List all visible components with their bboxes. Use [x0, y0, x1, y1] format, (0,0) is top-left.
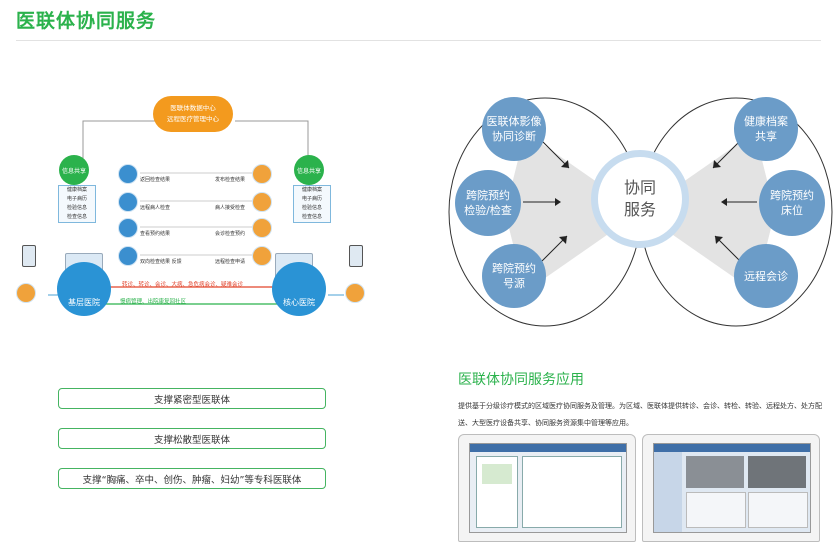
content-panel [522, 456, 622, 528]
node-line: 床位 [781, 204, 803, 217]
laptop-screenshot-right [642, 434, 820, 542]
data-center-line2: 远程医疗管理中心 [167, 115, 219, 123]
flow-right-label: 病人接受检查 [215, 205, 246, 211]
referral-red-label: 转诊、转诊、会诊、大病、急危病会诊、疑难会诊 [122, 282, 244, 288]
node-source-booking: 跨院预约号源 [482, 244, 546, 308]
collaboration-flow-diagram: 医联体数据中心 远程医疗管理中心 信息共享 信息共享 健康档案 电子病历 检验信… [10, 90, 380, 320]
node-bed-booking: 跨院预约床位 [759, 170, 825, 236]
hospital-left: 基层医院 [57, 262, 111, 316]
share-item: 电子病历 [301, 196, 322, 202]
video-tile [748, 456, 806, 488]
phone-icon [349, 245, 363, 267]
center-line: 服务 [623, 200, 656, 219]
share-item: 健康档案 [301, 187, 322, 193]
flow-left-label: 查看预约结果 [140, 231, 171, 237]
data-center-line1: 医联体数据中心 [170, 104, 216, 112]
node-exam-booking: 跨院预约检验/检查 [455, 170, 521, 236]
node-remote-consult: 远程会诊 [734, 244, 798, 308]
share-list-right: 健康档案 电子病历 检验信息 检查信息 [293, 185, 331, 223]
share-item: 电子病历 [66, 196, 87, 202]
node-line: 健康档案 [744, 115, 788, 128]
doctor-avatar [118, 246, 138, 266]
patient-avatar [345, 283, 365, 303]
pill-loose-alliance[interactable]: 支撑松散型医联体 [58, 428, 326, 449]
info-share-right: 信息共享 [294, 155, 324, 185]
phone-icon [22, 245, 36, 267]
share-item: 检查信息 [66, 214, 87, 220]
doctor-avatar [252, 218, 272, 238]
node-line: 远程会诊 [744, 269, 788, 283]
doctor-avatar [118, 192, 138, 212]
flow-right-label: 远程检查申请 [215, 259, 246, 265]
window-titlebar [470, 444, 626, 452]
center-collaboration: 协同服务 [591, 150, 689, 248]
video-consult-mock [653, 443, 811, 533]
node-line: 跨院预约 [466, 189, 510, 202]
share-item: 检验信息 [66, 205, 87, 211]
video-tile [748, 492, 808, 528]
node-line: 跨院预约 [492, 262, 536, 275]
infinity-outline [448, 97, 833, 327]
side-menu [654, 452, 682, 532]
share-item: 检验信息 [301, 205, 322, 211]
data-center-badge: 医联体数据中心 远程医疗管理中心 [153, 96, 233, 132]
patient-avatar [16, 283, 36, 303]
flow-left-label: 双向检查结果 反馈 [140, 259, 182, 265]
pill-specialty-alliance[interactable]: 支撑“胸痛、卒中、创伤、肿瘤、妇幼”等专科医联体 [58, 468, 326, 489]
app-section-title: 医联体协同服务应用 [458, 372, 584, 388]
doctor-avatar [118, 164, 138, 184]
referral-green-label: 慢病管理、出院康复回社区 [120, 299, 187, 305]
page-title: 医联体协同服务 [16, 10, 157, 32]
video-tile [686, 456, 744, 488]
node-line: 检验/检查 [464, 204, 512, 217]
node-line: 协同诊断 [492, 130, 536, 143]
video-tile [686, 492, 746, 528]
node-health-records: 健康档案共享 [734, 97, 798, 161]
node-line: 医联体影像 [486, 115, 542, 128]
node-line: 号源 [503, 277, 525, 290]
info-share-left: 信息共享 [59, 155, 89, 185]
doctor-avatar [252, 246, 272, 266]
doctor-avatar [252, 192, 272, 212]
collaboration-services-diagram: 医联体影像协同诊断 跨院预约检验/检查 跨院预约号源 协同服务 健康档案共享 跨… [445, 72, 835, 352]
flow-left-label: 远程病人检查 [140, 205, 171, 211]
flow-left-label: 返回检查结果 [140, 177, 171, 183]
flow-right-label: 会诊检查预约 [215, 231, 246, 237]
app-section-description: 提供基于分级诊疗模式的区域医疗协同服务及管理。为区域、医联体提供转诊、会诊、转检… [458, 402, 822, 427]
laptop-screenshot-left [458, 434, 636, 542]
share-item: 健康档案 [66, 187, 87, 193]
flow-right-label: 发布检查结果 [215, 177, 246, 183]
pill-tight-alliance[interactable]: 支撑紧密型医联体 [58, 388, 326, 409]
title-divider [16, 40, 821, 41]
center-line: 协同 [623, 178, 656, 197]
node-line: 共享 [755, 130, 777, 143]
share-list-left: 健康档案 电子病历 检验信息 检查信息 [58, 185, 96, 223]
doctor-avatar [118, 218, 138, 238]
node-line: 跨院预约 [770, 189, 814, 202]
app-window-mock [469, 443, 627, 533]
hospital-right: 核心医院 [272, 262, 326, 316]
doctor-avatar [252, 164, 272, 184]
window-titlebar [654, 444, 810, 452]
green-block [482, 464, 512, 484]
share-item: 检查信息 [301, 214, 322, 220]
node-imaging-diagnosis: 医联体影像协同诊断 [482, 97, 546, 161]
